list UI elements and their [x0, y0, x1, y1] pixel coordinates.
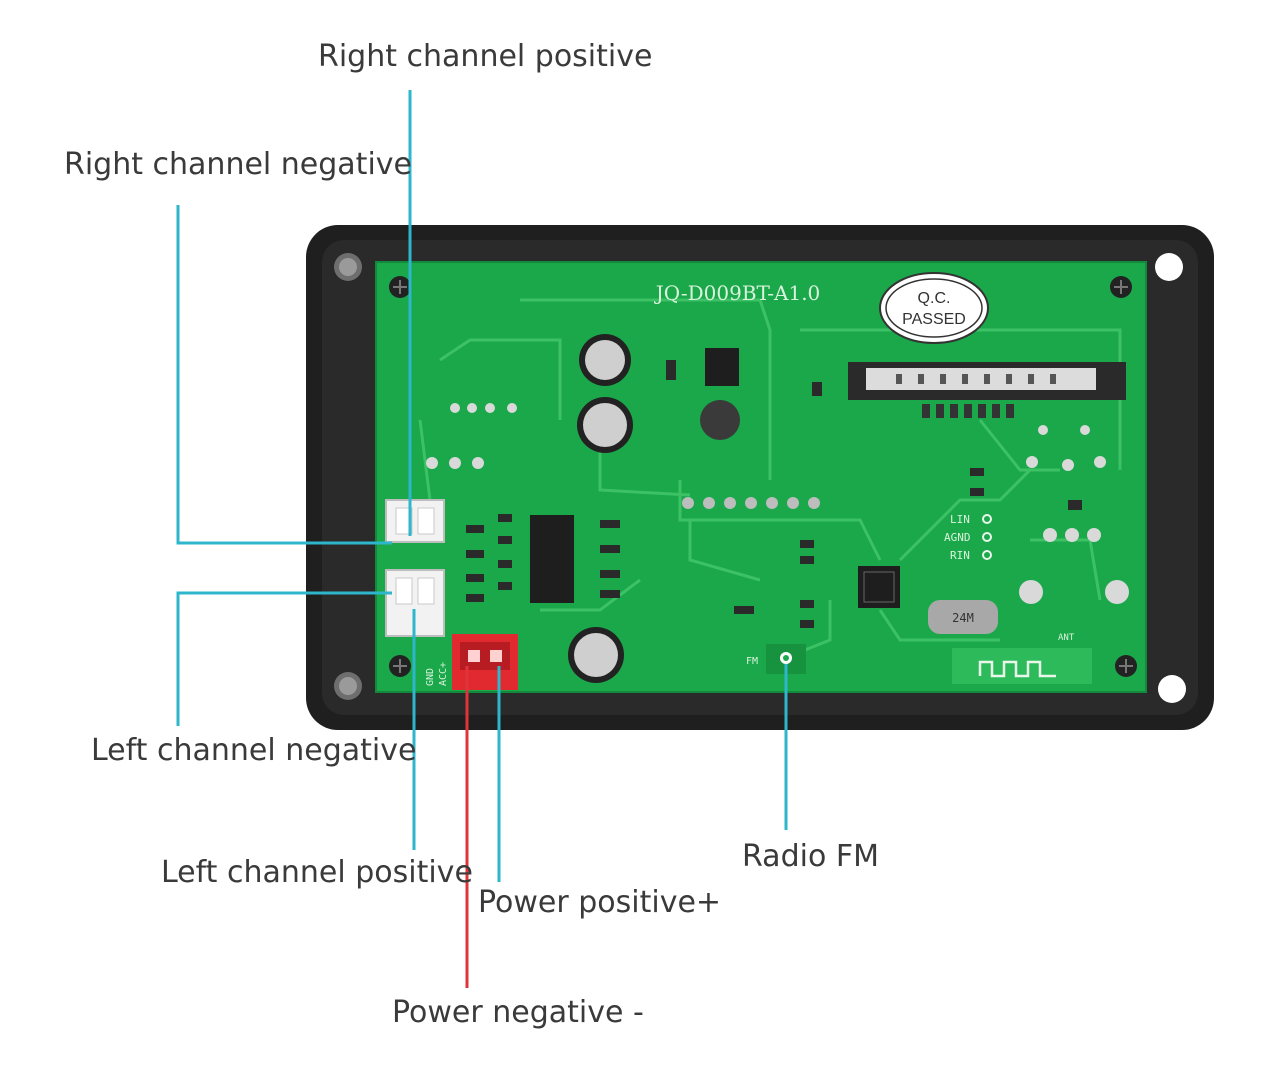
pin-agnd-label: AGND	[944, 531, 971, 544]
chip-icon	[858, 566, 900, 608]
capacitor-icon	[568, 334, 633, 683]
pcb-board: JQ-D009BT-A1.0 Q.C. PASSED	[375, 261, 1147, 693]
pin-rin-label: RIN	[950, 549, 970, 562]
crystal-icon: 24M	[928, 600, 998, 634]
leader-lines	[176, 90, 788, 988]
label-right-channel-positive: Right channel positive	[318, 39, 653, 74]
acc-silk-label: ACC+	[438, 662, 449, 686]
header-pins	[682, 497, 820, 509]
speaker-connector	[385, 499, 445, 637]
antenna-label: ANT	[1058, 633, 1075, 643]
board-model-label: JQ-D009BT-A1.0	[654, 281, 821, 305]
label-right-channel-negative: Right channel negative	[64, 147, 412, 182]
pin-lin-label: LIN	[950, 513, 970, 526]
chip-icon	[530, 515, 574, 603]
qc-top-text: Q.C.	[918, 290, 951, 307]
leader-left-negative	[176, 591, 392, 726]
antenna-icon: ANT	[952, 633, 1092, 684]
power-connector	[452, 634, 518, 690]
gnd-silk-label: GND	[425, 668, 436, 686]
mount-hole-icon	[1158, 675, 1186, 703]
leader-right-negative	[176, 205, 392, 545]
fm-pad-label: FM	[746, 656, 758, 667]
label-left-channel-positive: Left channel positive	[161, 855, 473, 890]
label-left-channel-negative: Left channel negative	[91, 733, 417, 768]
screw-icon	[389, 276, 1137, 677]
inductor-icon	[700, 400, 740, 440]
crystal-label: 24M	[952, 611, 974, 625]
card-slot	[848, 362, 1126, 418]
label-power-negative: Power negative -	[392, 995, 644, 1030]
mount-hole-icon	[1155, 253, 1183, 281]
label-power-positive: Power positive+	[478, 885, 722, 920]
qc-bottom-text: PASSED	[902, 311, 966, 328]
qc-passed-sticker: Q.C. PASSED	[879, 272, 989, 344]
chip-icon	[705, 348, 739, 386]
label-radio-fm: Radio FM	[742, 839, 879, 874]
